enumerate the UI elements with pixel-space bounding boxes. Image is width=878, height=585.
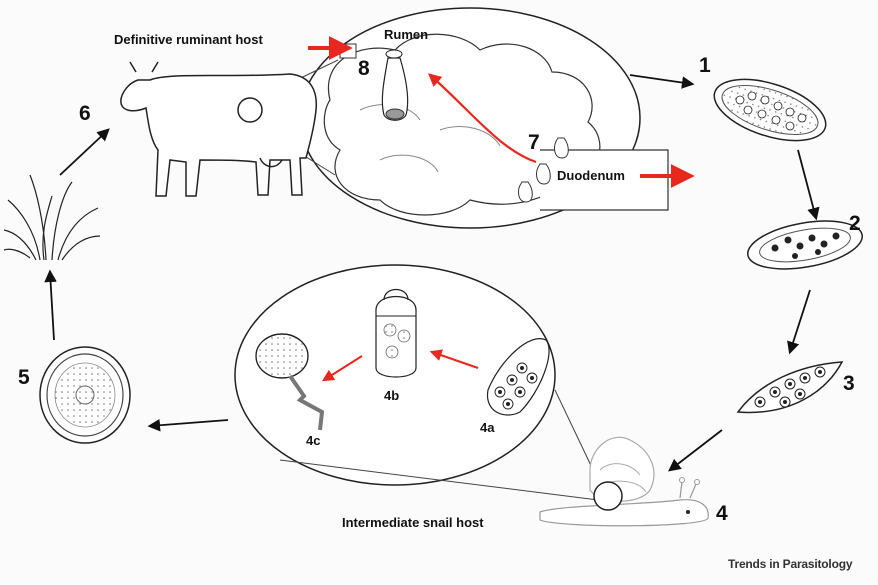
duodenum-label: Duodenum — [557, 168, 625, 183]
juvenile-flukes-icon — [518, 137, 569, 203]
grass-icon — [3, 174, 101, 261]
substep-label-4a: 4a — [480, 420, 495, 435]
step-label-2: 2 — [849, 212, 861, 235]
development-arrows — [321, 349, 479, 382]
cercaria-icon — [255, 333, 325, 431]
intermediate-host-label: Intermediate snail host — [342, 515, 484, 530]
snail-inset — [234, 264, 606, 501]
migration-arrows — [308, 36, 695, 188]
snail-icon — [539, 436, 709, 527]
cow-icon — [120, 61, 318, 197]
substep-label-4c: 4c — [306, 433, 321, 448]
substep-label-4b: 4b — [384, 388, 400, 403]
rumen-inset — [254, 7, 669, 229]
miracidium-egg-icon — [747, 220, 863, 270]
step-label-7: 7 — [528, 131, 540, 154]
journal-credit: Trends in Parasitology — [728, 557, 853, 571]
step-label-6: 6 — [79, 102, 91, 125]
redia-icon — [375, 288, 417, 378]
metacercaria-icon — [39, 346, 131, 444]
egg-icon — [713, 78, 827, 142]
adult-fluke-icon — [381, 49, 409, 121]
cycle-arrows — [44, 74, 820, 472]
rumen-label: Rumen — [384, 27, 429, 42]
step-label-4: 4 — [716, 502, 728, 525]
definitive-host-label: Definitive ruminant host — [114, 32, 263, 47]
sporocyst-icon — [487, 338, 550, 416]
step-label-1: 1 — [699, 54, 711, 77]
step-label-3: 3 — [843, 372, 855, 395]
step-label-5: 5 — [18, 366, 30, 389]
miracidium-icon — [736, 361, 844, 414]
step-label-8: 8 — [358, 57, 370, 80]
